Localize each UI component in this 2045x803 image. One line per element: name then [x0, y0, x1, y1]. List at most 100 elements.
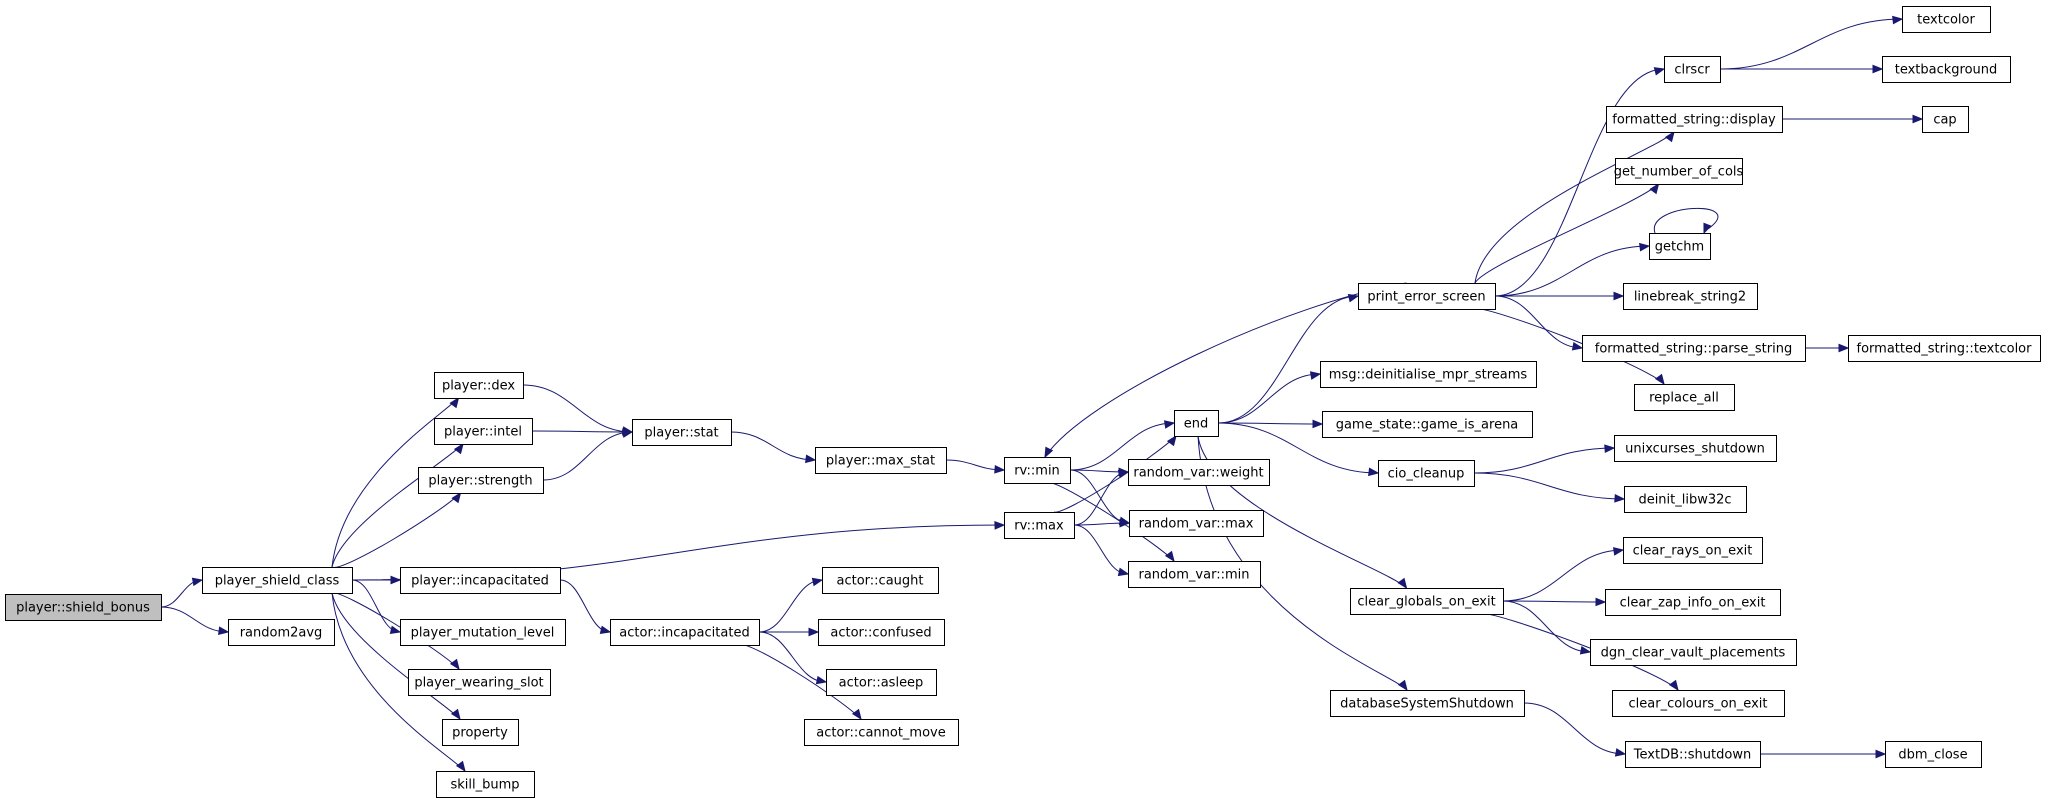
node-label: rv::max — [1014, 519, 1064, 534]
node-rvmin[interactable]: rv::min — [1004, 457, 1071, 484]
node-label: actor::caught — [837, 574, 924, 589]
node-dbm-close[interactable]: dbm_close — [1885, 741, 1982, 768]
node-getchm[interactable]: getchm — [1649, 233, 1711, 260]
edge-end-to-arena — [1217, 419, 1324, 429]
edge-fs-display-to-cap — [1782, 114, 1924, 124]
node-dbshutdown[interactable]: databaseSystemShutdown — [1330, 690, 1525, 717]
node-shield-class[interactable]: player_shield_class — [202, 567, 353, 594]
node-incap-a[interactable]: actor::incapacitated — [610, 619, 760, 646]
node-clear-colours[interactable]: clear_colours_on_exit — [1612, 690, 1785, 717]
node-box — [1625, 741, 1761, 768]
node-box — [1378, 460, 1475, 487]
node-clear-rays[interactable]: clear_rays_on_exit — [1623, 537, 1763, 564]
edge-line — [1217, 295, 1359, 424]
node-print-err[interactable]: print_error_screen — [1358, 283, 1496, 310]
edge-arrowhead — [1604, 444, 1616, 454]
node-fs-textcolor[interactable]: formatted_string::textcolor — [1848, 335, 2041, 362]
node-arena[interactable]: game_state::game_is_arena — [1322, 411, 1533, 438]
edge-strength-to-stat — [542, 429, 634, 481]
node-skill-bump[interactable]: skill_bump — [436, 771, 535, 798]
edge-arrowhead — [1368, 467, 1380, 477]
node-label: print_error_screen — [1367, 290, 1485, 305]
node-stat[interactable]: player::stat — [632, 419, 732, 446]
node-dex[interactable]: player::dex — [434, 372, 524, 399]
node-dgn-vault[interactable]: dgn_clear_vault_placements — [1590, 639, 1797, 666]
node-clear-globals[interactable]: clear_globals_on_exit — [1350, 588, 1504, 615]
edge-arrowhead — [1164, 550, 1175, 563]
node-textbackground[interactable]: textbackground — [1882, 56, 2011, 83]
edge-line — [1719, 18, 1903, 70]
node-cannot-move[interactable]: actor::cannot_move — [804, 719, 959, 746]
node-random2avg[interactable]: random2avg — [228, 619, 335, 646]
edge-arrowhead — [621, 429, 634, 438]
edge-arrowhead — [994, 521, 1006, 530]
edge-line — [542, 431, 633, 481]
node-wearing[interactable]: player_wearing_slot — [408, 669, 551, 696]
node-deinit-mpr[interactable]: msg::deinitialise_mpr_streams — [1320, 361, 1537, 388]
node-label: random_var::max — [1139, 517, 1254, 532]
node-unix-shutdown[interactable]: unixcurses_shutdown — [1614, 435, 1777, 462]
node-box — [1358, 283, 1496, 310]
node-max-stat[interactable]: player::max_stat — [815, 447, 947, 474]
node-label: actor::asleep — [839, 676, 924, 691]
node-label: player::strength — [428, 474, 532, 489]
node-replace-all[interactable]: replace_all — [1634, 384, 1735, 411]
edge-arrowhead — [1654, 373, 1665, 386]
node-parse-string[interactable]: formatted_string::parse_string — [1582, 335, 1806, 362]
node-cap[interactable]: cap — [1922, 106, 1969, 133]
node-textcolor[interactable]: textcolor — [1902, 6, 1991, 33]
node-intel[interactable]: player::intel — [434, 418, 533, 445]
node-property[interactable]: property — [442, 719, 519, 746]
edge-print-err-to-num-cols — [1474, 182, 1660, 284]
node-clear-zap[interactable]: clear_zap_info_on_exit — [1605, 589, 1781, 616]
edge-shield-class-to-skill-bump — [331, 592, 466, 773]
node-num-cols[interactable]: get_number_of_cols — [1614, 158, 1744, 185]
node-weight[interactable]: random_var::weight — [1128, 459, 1270, 486]
edge-arrowhead — [599, 625, 612, 635]
node-shield-bonus[interactable]: player::shield_bonus — [5, 594, 162, 621]
node-rmin[interactable]: random_var::min — [1128, 561, 1261, 588]
edge-shield-class-to-dex — [331, 396, 460, 568]
edge-line — [160, 606, 229, 633]
node-mutation[interactable]: player_mutation_level — [400, 619, 566, 646]
node-asleep[interactable]: actor::asleep — [826, 669, 937, 696]
node-label: dgn_clear_vault_placements — [1601, 646, 1786, 661]
node-confused[interactable]: actor::confused — [818, 619, 945, 646]
node-box — [5, 594, 162, 621]
edge-rvmin-to-rmin — [1049, 482, 1175, 563]
node-clrscr[interactable]: clrscr — [1664, 56, 1721, 83]
edge-arrowhead — [994, 464, 1006, 474]
edge-line — [1502, 600, 1606, 603]
node-box — [1590, 639, 1797, 666]
edge-arrowhead — [1397, 577, 1408, 590]
node-label: game_state::game_is_arena — [1336, 418, 1519, 433]
node-label: player::max_stat — [826, 454, 935, 469]
node-deinit-w32[interactable]: deinit_libw32c — [1624, 486, 1747, 513]
node-box — [1582, 335, 1806, 362]
node-strength[interactable]: player::strength — [418, 467, 544, 494]
node-rmax[interactable]: random_var::max — [1129, 510, 1264, 537]
edge-arrowhead — [449, 658, 460, 671]
node-fs-display[interactable]: formatted_string::display — [1606, 106, 1783, 133]
edge-line — [1494, 245, 1650, 297]
node-linebreak[interactable]: linebreak_string2 — [1623, 283, 1758, 310]
node-caught[interactable]: actor::caught — [822, 567, 939, 594]
nodes-layer: player::shield_bonusplayer_shield_classr… — [5, 6, 2041, 798]
node-box — [418, 467, 544, 494]
edge-arrowhead — [453, 442, 464, 455]
edge-arrowhead — [390, 575, 402, 585]
edge-line — [1473, 447, 1615, 474]
node-rvmax[interactable]: rv::max — [1004, 512, 1075, 539]
node-label: replace_all — [1649, 391, 1719, 406]
node-textdb[interactable]: TextDB::shutdown — [1625, 741, 1761, 768]
node-end[interactable]: end — [1174, 410, 1219, 437]
edge-arrowhead — [1892, 15, 1904, 25]
node-cio[interactable]: cio_cleanup — [1378, 460, 1475, 487]
node-box — [1664, 56, 1721, 83]
edge-line — [1523, 702, 1626, 755]
edge-shield-class-to-property — [331, 592, 461, 721]
edge-arrowhead — [1044, 446, 1054, 459]
node-label: get_number_of_cols — [1614, 165, 1744, 180]
edge-arrowhead — [1309, 371, 1322, 380]
node-incap-p[interactable]: player::incapacitated — [400, 567, 561, 594]
